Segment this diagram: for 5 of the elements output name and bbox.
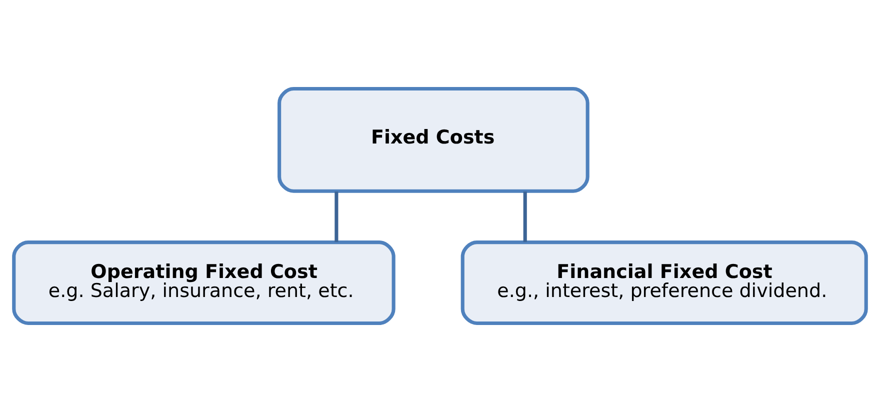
node-box: Operating Fixed Cost e.g. Salary, insurance, rent, etc. (12, 240, 396, 326)
node-box: Financial Fixed Cost e.g., interest, preference dividend. (460, 240, 868, 326)
connector (334, 192, 338, 242)
connector (523, 192, 527, 242)
node-box: Fixed Costs (278, 86, 590, 193)
